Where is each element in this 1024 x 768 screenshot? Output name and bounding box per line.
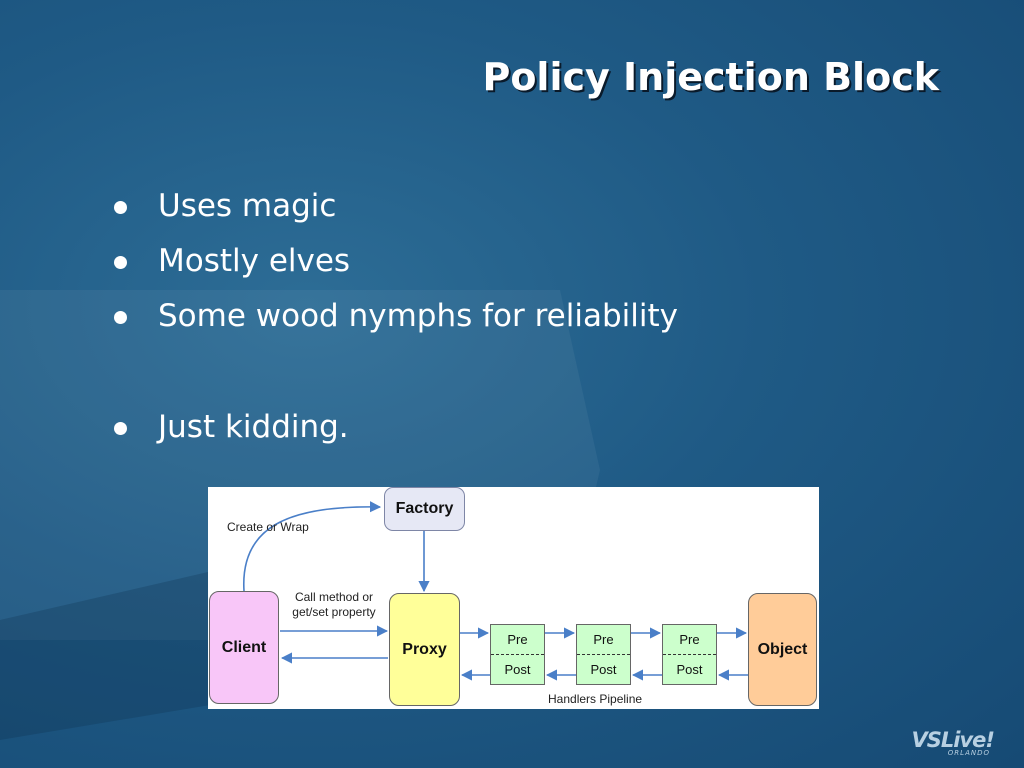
policy-injection-diagram: Create or Wrap Call method or get/set pr… [208,487,819,709]
call-method-label: Call method or get/set property [291,590,377,620]
diagram-arrows [243,501,748,681]
bullet-item: Just kidding. [108,407,678,462]
handler-box: Pre Post [490,624,545,685]
bullet-item: Some wood nymphs for reliability [108,296,678,351]
bullet-item: Mostly elves [108,241,678,296]
handler-post: Post [676,661,703,677]
handler-post: Post [504,661,531,677]
bullet-text: Just kidding. [158,409,349,445]
client-box: Client [209,591,279,704]
vslive-location: ORLANDO [947,749,990,757]
handler-pre: Pre [577,625,630,655]
create-arrow [243,501,382,592]
handler-pre: Pre [491,625,544,655]
bullet-dot-icon [114,311,127,324]
handler-pre: Pre [663,625,716,655]
proxy-box: Proxy [389,593,460,706]
bullet-text: Uses magic [158,188,337,224]
handler-box: Pre Post [576,624,631,685]
handler-box: Pre Post [662,624,717,685]
object-box: Object [748,593,817,706]
slide-title: Policy Injection Block [482,55,939,99]
factory-box: Factory [384,487,465,531]
vslive-logo: VSLive! [911,728,995,752]
create-or-wrap-label: Create or Wrap [227,520,309,534]
call-method-line2: get/set property [292,605,376,619]
handler-post: Post [590,661,617,677]
bullet-text: Mostly elves [158,243,351,279]
bullet-dot-icon [114,256,127,269]
call-method-line1: Call method or [294,590,374,604]
bullet-dot-icon [114,201,127,214]
bullet-text: Some wood nymphs for reliability [158,298,678,334]
bullet-list: Uses magic Mostly elves Some wood nymphs… [108,186,678,462]
bullet-item: Uses magic [108,186,678,241]
bullet-dot-icon [114,422,127,435]
handlers-pipeline-label: Handlers Pipeline [548,692,643,706]
